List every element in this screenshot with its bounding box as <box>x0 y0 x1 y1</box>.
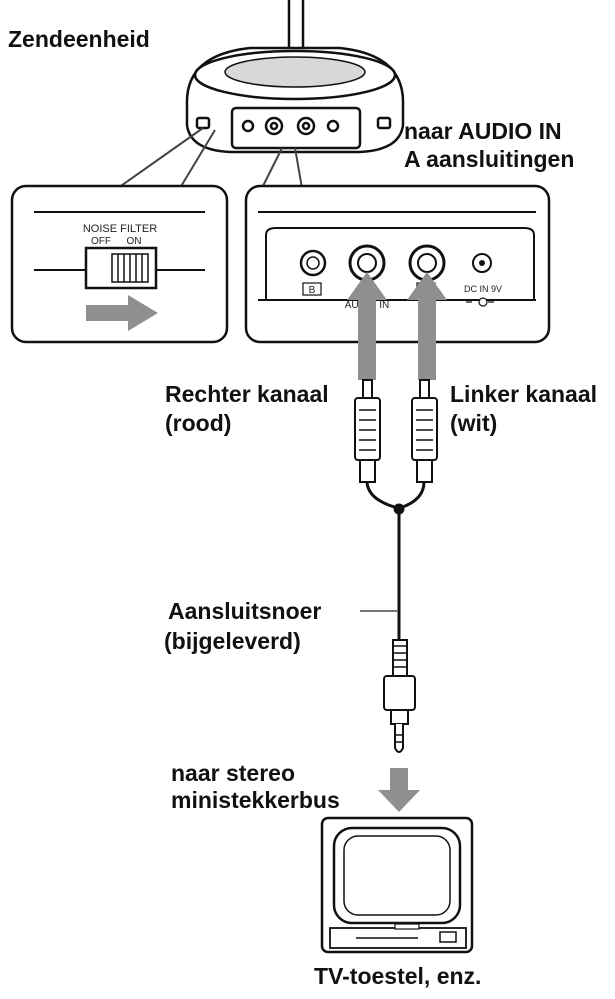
right-channel-label: Rechter kanaal <box>165 381 329 407</box>
insert-arrow-down <box>378 768 420 812</box>
connecting-cable <box>365 481 426 640</box>
callout-lines <box>117 127 303 189</box>
right-channel-color: (rood) <box>165 410 232 436</box>
audio-in-callout-line2: A aansluitingen <box>404 146 575 172</box>
insert-arrow-right <box>347 272 387 380</box>
noise-filter-off: OFF <box>91 236 111 247</box>
rca-plugs <box>354 379 438 483</box>
stereo-jack-label: naar stereo <box>171 760 296 786</box>
transmitter-unit <box>185 0 405 154</box>
dc-in-label: DC IN 9V <box>464 284 502 294</box>
insert-arrow-left <box>407 272 447 380</box>
cord-supplied-label: (bijgeleverd) <box>164 628 301 654</box>
slide-right-arrow <box>86 295 158 331</box>
tv-label: TV-toestel, enz. <box>314 963 482 989</box>
left-channel-label: Linker kanaal <box>450 381 598 407</box>
cord-label: Aansluitsnoer <box>168 598 322 624</box>
jack-b-label: B <box>309 285 316 296</box>
noise-filter-title: NOISE FILTER <box>83 223 157 235</box>
audio-jacks-panel: B A AUDIO IN DC IN 9V <box>244 184 551 380</box>
mini-plug <box>383 639 416 753</box>
noise-filter-on: ON <box>127 236 142 247</box>
audio-in-callout-line1: naar AUDIO IN <box>404 118 562 144</box>
stereo-jack-label-2: ministekkerbus <box>171 787 340 813</box>
tv-set <box>320 816 474 954</box>
left-channel-color: (wit) <box>450 410 498 436</box>
transmitter-label: Zendeenheid <box>8 26 150 52</box>
noise-filter-panel: NOISE FILTER OFF ON <box>10 184 229 344</box>
